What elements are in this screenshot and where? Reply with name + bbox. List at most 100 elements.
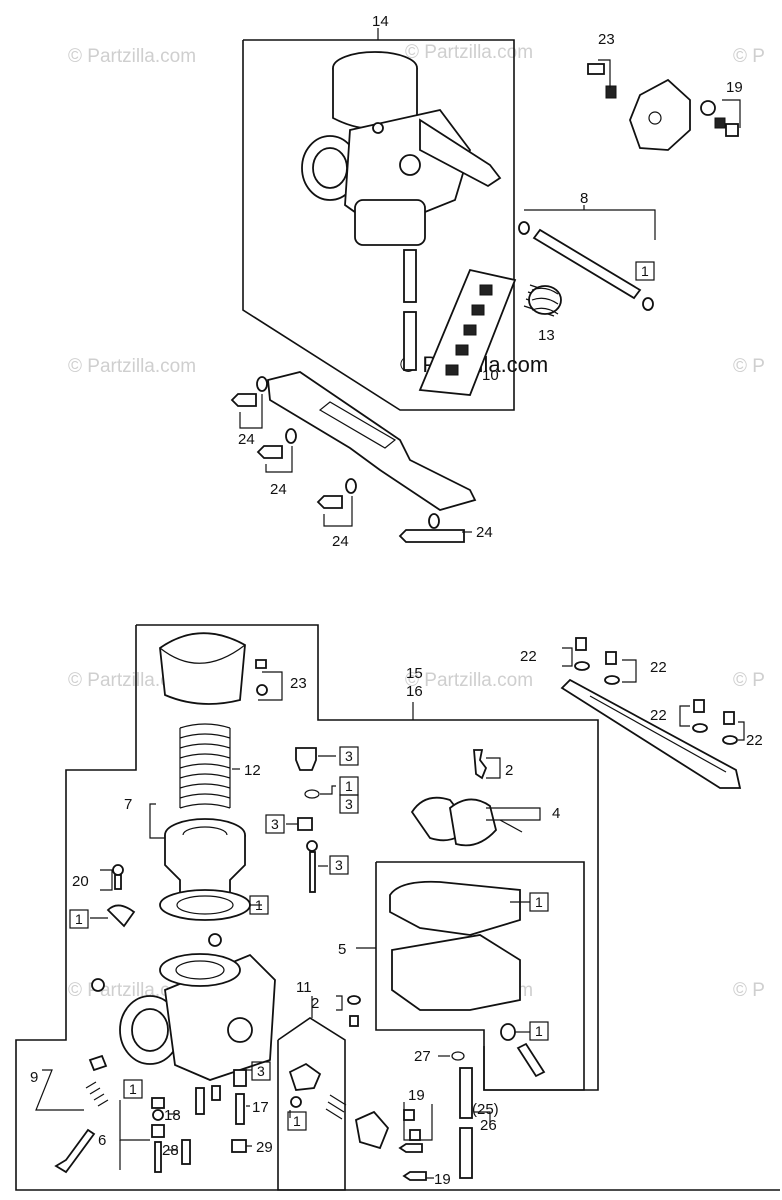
callout-22-a: 22 [520,648,537,665]
callout-5: 5 [338,941,346,958]
choke-rail [560,678,742,789]
leader-line [679,705,690,727]
callout-24-c: 24 [332,533,349,550]
leader-line [598,59,611,88]
callout-4: 4 [552,805,560,822]
callout-1-pump: 1 [293,1113,301,1129]
callout-1-drain: 1 [535,1023,543,1039]
leader-line [562,647,573,667]
callout-box-3 [329,855,349,875]
callout-8: 8 [580,190,588,207]
callout-22-b: 22 [650,659,667,676]
callout-box-3 [251,1061,271,1081]
callout-15: 15 [406,665,423,682]
leader-line [258,671,283,701]
carburetor-assembly-drawing [301,51,502,371]
pipe-25-26 [451,1051,473,1179]
callout-3-d: 3 [335,857,343,873]
leader-line [403,1102,433,1141]
top-cap [159,632,268,705]
callout-box-1 [529,892,549,912]
callout-28: 28 [162,1142,179,1159]
callout-box-3 [339,794,359,814]
callout-3-e: 3 [257,1063,265,1079]
leader-line [722,99,741,128]
carburetor-body [91,933,276,1081]
watermark-edge-text: © P [733,980,765,1001]
watermark-text: © Partzilla.com [68,356,196,377]
callout-20: 20 [72,873,89,890]
callout-1-chamber: 1 [535,894,543,910]
leader-line [265,446,293,473]
watermark-text: © Partzilla.com [405,42,533,63]
watermark-edge-text: © P [733,46,765,67]
callout-1-jets: 1 [129,1081,137,1097]
float-chamber [389,880,521,1011]
callout-22-c: 22 [650,707,667,724]
callout-box-3 [265,814,285,834]
pump-11-outline [277,1017,346,1191]
leader-line [119,1100,150,1141]
callout-box-1 [529,1021,549,1041]
assembly-14-outline [242,39,515,411]
screws-22 [574,637,738,745]
piston-diaphragm-7 [159,818,251,921]
assembly-15-16-outline-left [15,625,780,1191]
leader-line [100,869,113,891]
leader-line [35,1069,84,1111]
idle-screw-9 [54,1054,109,1174]
callout-1-diaphragm: 1 [255,897,263,913]
clip-2 [473,749,488,780]
fuel-pipe-8 [518,221,654,311]
callout-2-bottom: 2 [311,995,319,1012]
callout-24-a: 24 [238,431,255,448]
callout-box-3 [339,746,359,766]
callout-16: 16 [406,683,423,700]
leader-line [336,995,343,1011]
callout-25: (25) [472,1101,499,1118]
leader-line [486,757,501,779]
spring-13 [523,284,562,317]
callout-23-bottom: 23 [290,675,307,692]
callout-9: 9 [30,1069,38,1086]
drain-washer [500,1023,516,1041]
leader-line [239,394,263,429]
leader-line [738,721,745,741]
callout-11: 11 [296,979,312,996]
leader-line [474,1111,491,1124]
float-4 [410,796,523,847]
callout-3-a: 3 [345,748,353,764]
accelerator-pump [288,1062,390,1150]
callout-2-top: 2 [505,762,513,779]
screws-19 [398,1109,427,1181]
mounting-bolts-24 [230,376,465,543]
callout-26: 26 [480,1117,497,1134]
callout-box-1 [635,261,655,281]
drain-screw [516,1042,546,1078]
screw-20 [112,864,124,890]
cap-part [106,904,136,928]
callout-24-b: 24 [270,481,287,498]
callout-3-c: 3 [271,816,279,832]
throttle-bracket [587,63,739,151]
callout-22-d: 22 [746,732,763,749]
callout-box-1 [287,1111,307,1131]
callout-13: 13 [538,327,555,344]
callout-27: 27 [414,1048,431,1065]
callout-12: 12 [244,762,261,779]
callout-23-top: 23 [598,31,615,48]
leader-line [149,803,165,839]
callout-box-1 [249,895,269,915]
mounting-plate [267,371,477,511]
leader-line [320,785,336,795]
watermark-text: © Partzilla.com [405,670,533,691]
jets-17-29 [231,1069,247,1153]
callout-6: 6 [98,1132,106,1149]
small-parts-column [295,747,320,893]
callout-10: 10 [482,367,499,384]
watermark-text: © Partzilla.com [68,46,196,67]
callout-19-mid: 19 [408,1087,425,1104]
callout-7: 7 [124,796,132,813]
callout-3-b: 3 [345,796,353,812]
